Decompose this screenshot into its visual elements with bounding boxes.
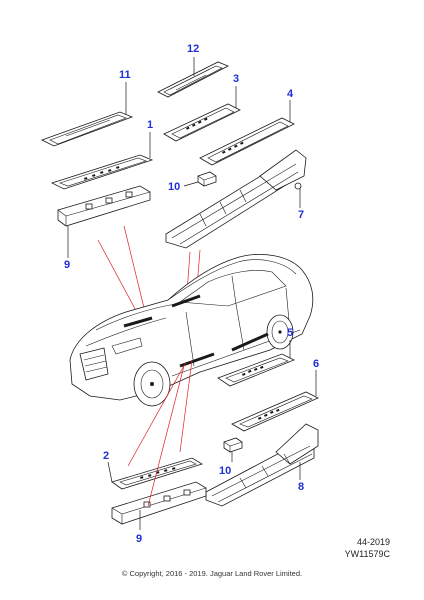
callout-9-lower: 9 [136,533,142,545]
part-11-tread-plate [40,111,134,147]
part-12-tread-plate [157,61,229,98]
part-9-sill-upper [57,185,151,227]
part-3-tread-plate [163,103,241,142]
callout-10-upper: 10 [168,181,180,193]
callout-12: 12 [187,43,199,55]
part-10-clip-lower [223,437,243,453]
part-8-reinforcement [205,423,319,507]
callout-5: 5 [287,327,293,339]
callout-7: 7 [298,209,304,221]
callout-6: 6 [313,358,319,370]
part-9-sill-lower [111,481,207,525]
callout-9-upper: 9 [64,259,70,271]
part-4-tread-plate [199,117,295,166]
callout-8: 8 [298,481,304,493]
part-2-tread-plate [111,457,203,490]
pointer-lines-lower [127,359,193,507]
callout-3: 3 [233,73,239,85]
part-6-tread-plate [231,391,319,432]
part-1-tread-plate [50,154,154,190]
car-illustration [69,254,314,407]
callout-10-lower: 10 [219,465,231,477]
callout-11: 11 [119,69,131,81]
part-10-clip-upper [197,171,217,187]
callout-1: 1 [147,119,153,131]
diagram-ref-code: YW11579C [344,549,390,559]
callout-2: 2 [103,450,109,462]
part-5-tread-plate [217,353,295,387]
part-7-reinforcement [165,149,307,249]
leader-2 [107,461,113,483]
callout-4: 4 [287,88,294,100]
copyright-notice: © Copyright, 2016 - 2019. Jaguar Land Ro… [121,569,303,578]
leader-10-upper [183,181,199,187]
diagram-ref-date: 44-2019 [356,537,390,547]
